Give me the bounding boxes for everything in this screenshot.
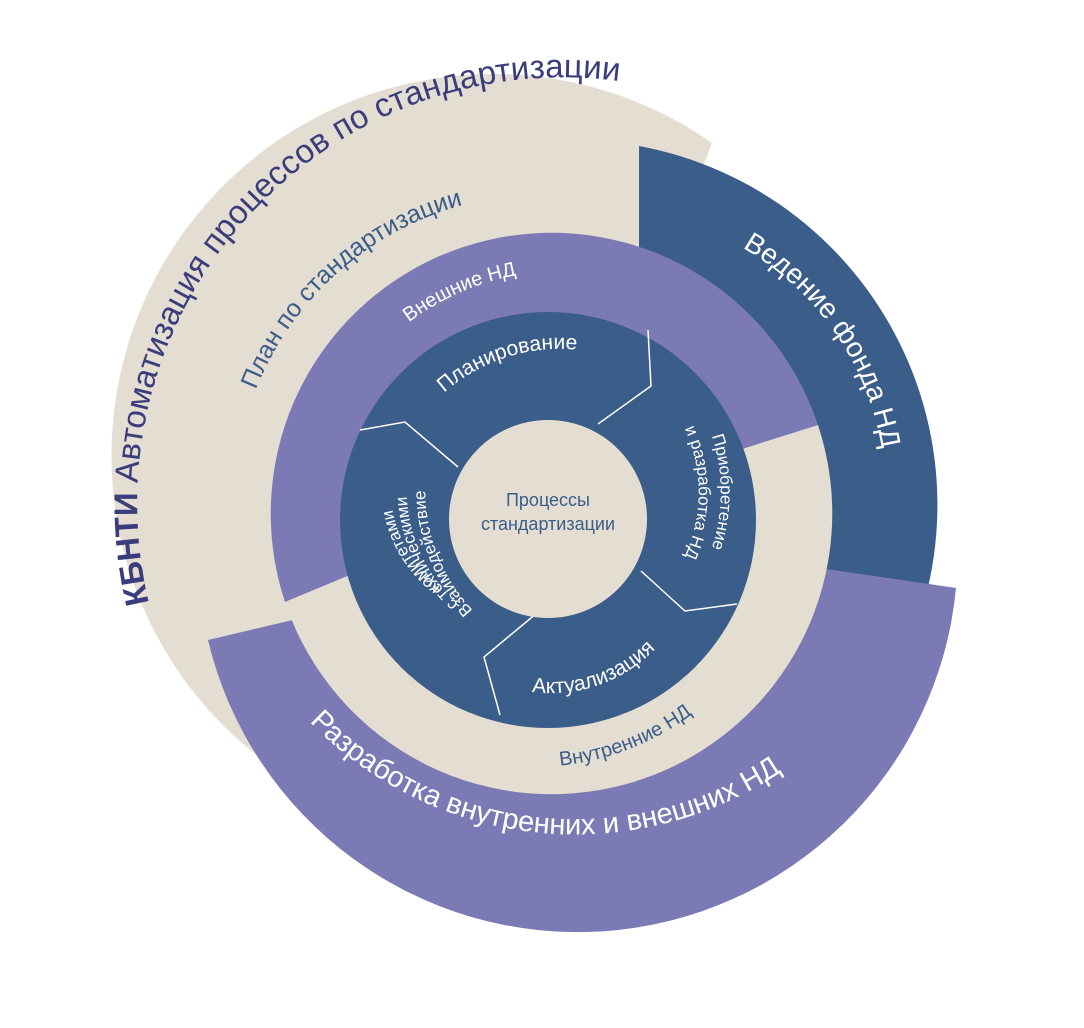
divider-planning-acquisition bbox=[597, 329, 652, 425]
divider-actualization-interaction bbox=[483, 612, 538, 716]
center-label-line1: Процессы bbox=[506, 490, 590, 510]
center-label-line2: стандартизации bbox=[481, 514, 615, 534]
divider-acquisition-actualization bbox=[640, 570, 738, 612]
center-circle bbox=[449, 420, 647, 618]
divider-interaction-planning bbox=[359, 421, 459, 468]
